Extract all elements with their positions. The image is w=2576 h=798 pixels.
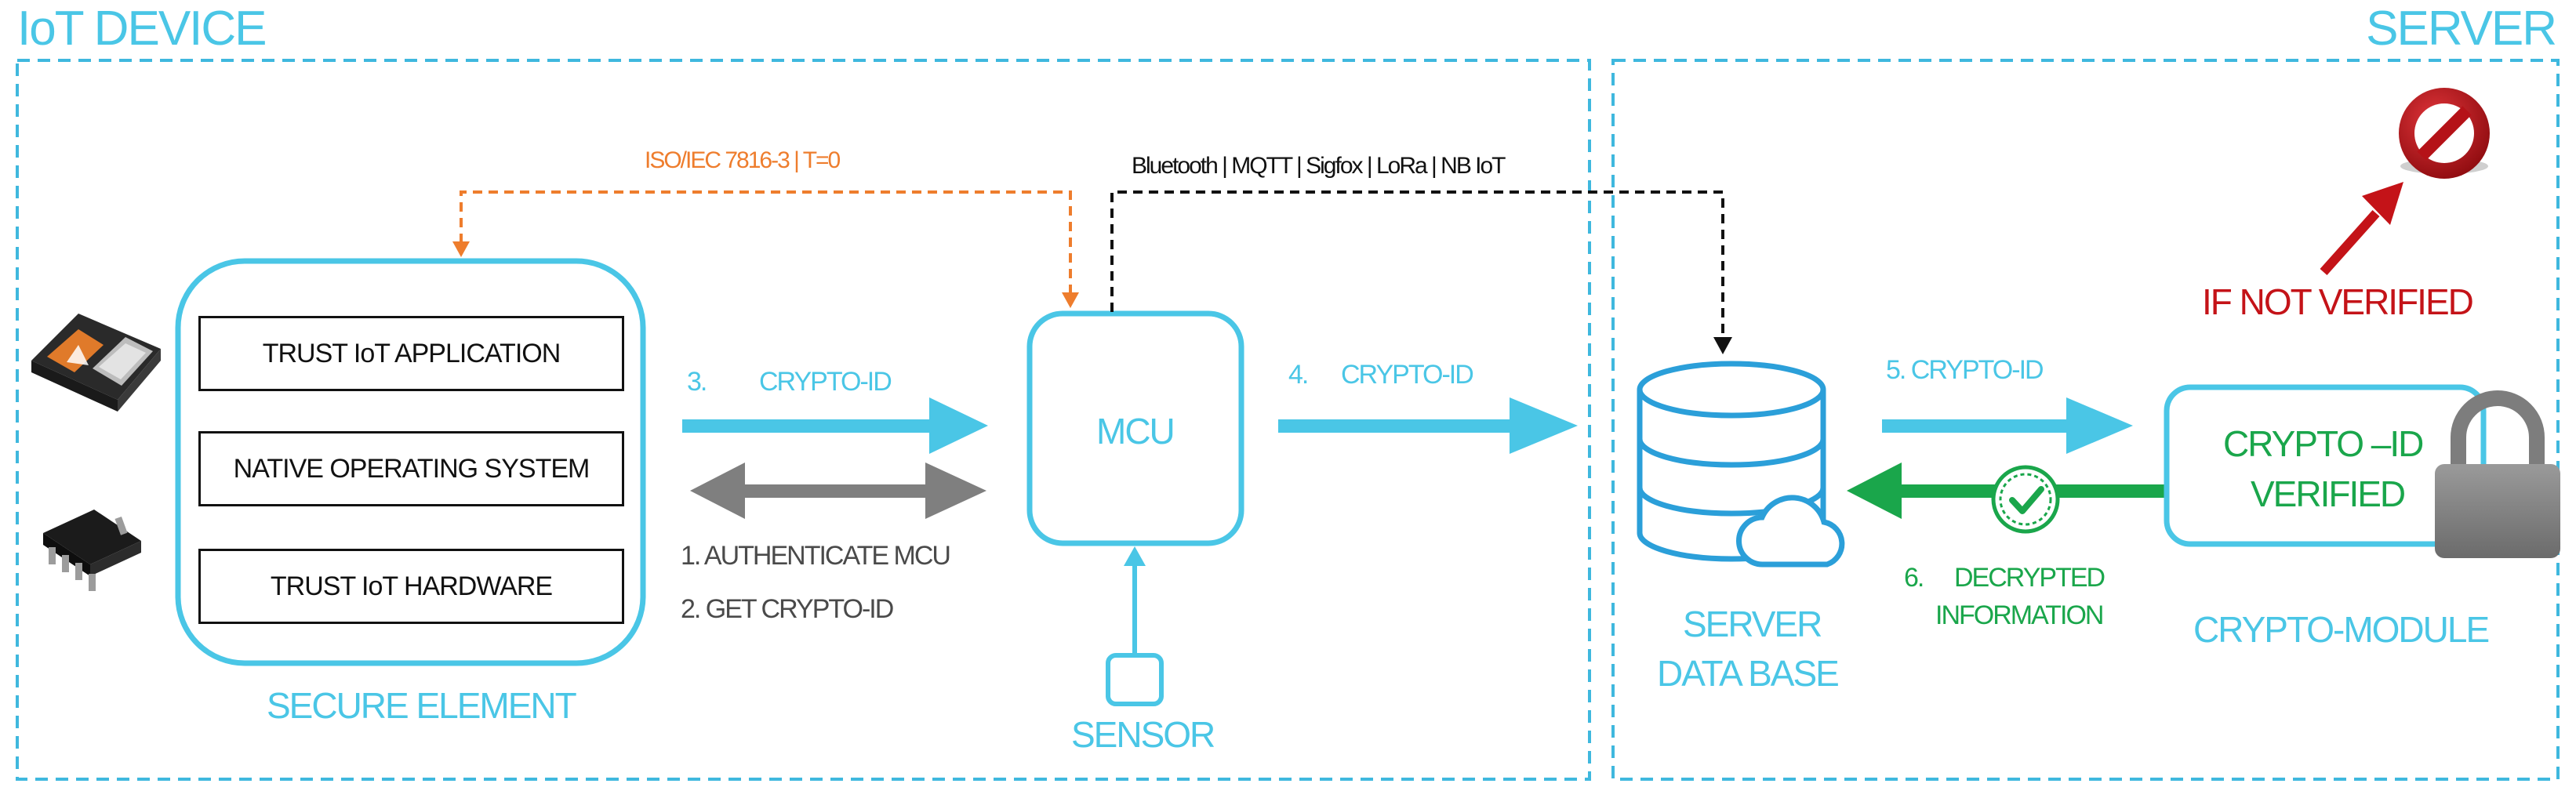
not-verified-arrow-line <box>2320 210 2380 275</box>
iso-arrow-head-left <box>452 241 470 257</box>
secure-element-box <box>175 258 646 666</box>
crypto-verified-line1: CRYPTO –ID <box>2223 423 2424 464</box>
iso-arrow-head-right <box>1062 292 1079 308</box>
mcu-box <box>1026 310 1244 546</box>
wireless-protocol-label: Bluetooth | MQTT | Sigfox | LoRa | NB Io… <box>1132 153 1506 179</box>
step-4-label: CRYPTO-ID <box>1341 360 1474 390</box>
check-circle-icon <box>1991 465 2060 534</box>
wireless-arrow-head <box>1713 337 1732 354</box>
step-5-label: 5. CRYPTO-ID <box>1886 355 2044 385</box>
step-1-label: 1. AUTHENTICATE MCU <box>681 541 951 571</box>
prohibited-icon <box>2399 88 2490 179</box>
layer-trust-iot-application: TRUST IoT APPLICATION <box>198 316 624 391</box>
not-verified-arrow-head <box>2362 182 2403 225</box>
arrow-4-shaft <box>1278 419 1513 433</box>
mcu-label: MCU <box>1096 411 1175 452</box>
server-db-line1: SERVER <box>1683 604 1822 644</box>
step-3-number: 3. <box>687 367 707 397</box>
crypto-verified-line2: VERIFIED <box>2251 473 2406 514</box>
not-verified-label: IF NOT VERIFIED <box>2202 281 2474 322</box>
iot-device-frame <box>16 59 1591 781</box>
arrow-4-head <box>1510 397 1578 454</box>
iso-link-line <box>460 190 1072 294</box>
arrow-6-head <box>1847 462 1902 519</box>
arrow-5-head <box>2066 397 2133 454</box>
crypto-module-label: CRYPTO-MODULE <box>2193 609 2490 650</box>
step-2-label: 2. GET CRYPTO-ID <box>681 594 894 624</box>
arrow-auth-head-right <box>925 462 986 519</box>
arrow-5-shaft <box>1882 419 2070 433</box>
arrow-3-shaft <box>682 419 933 433</box>
wireless-link-line <box>1110 190 1724 339</box>
padlock-icon <box>2435 390 2560 558</box>
sensor-label: SENSOR <box>1071 714 1215 755</box>
soic-chip-icon <box>43 510 141 591</box>
secure-element-label: SECURE ELEMENT <box>267 685 577 726</box>
sensor-arrow-head <box>1124 546 1146 566</box>
cloud-icon <box>1736 495 1845 568</box>
server-title: SERVER <box>2366 2 2557 56</box>
chip-package-icon <box>31 314 161 412</box>
step-6-line1: DECRYPTED <box>1954 563 2105 593</box>
step-6-line2: INFORMATION <box>1935 600 2104 630</box>
iso-protocol-label: ISO/IEC 7816-3 | T=0 <box>645 147 841 173</box>
step-4-number: 4. <box>1288 360 1309 390</box>
arrow-3-head <box>929 397 988 454</box>
server-frame <box>1611 59 2560 781</box>
iot-device-title: IoT DEVICE <box>17 2 267 56</box>
step-3-label: CRYPTO-ID <box>759 367 892 397</box>
arrow-auth-shaft <box>741 484 929 498</box>
sensor-box <box>1106 653 1164 706</box>
server-db-line2: DATA BASE <box>1657 653 1840 694</box>
step-6-number: 6. <box>1904 563 1924 593</box>
layer-trust-iot-hardware: TRUST IoT HARDWARE <box>198 549 624 624</box>
layer-native-operating-system: NATIVE OPERATING SYSTEM <box>198 431 624 506</box>
arrow-auth-head-left <box>690 462 745 519</box>
